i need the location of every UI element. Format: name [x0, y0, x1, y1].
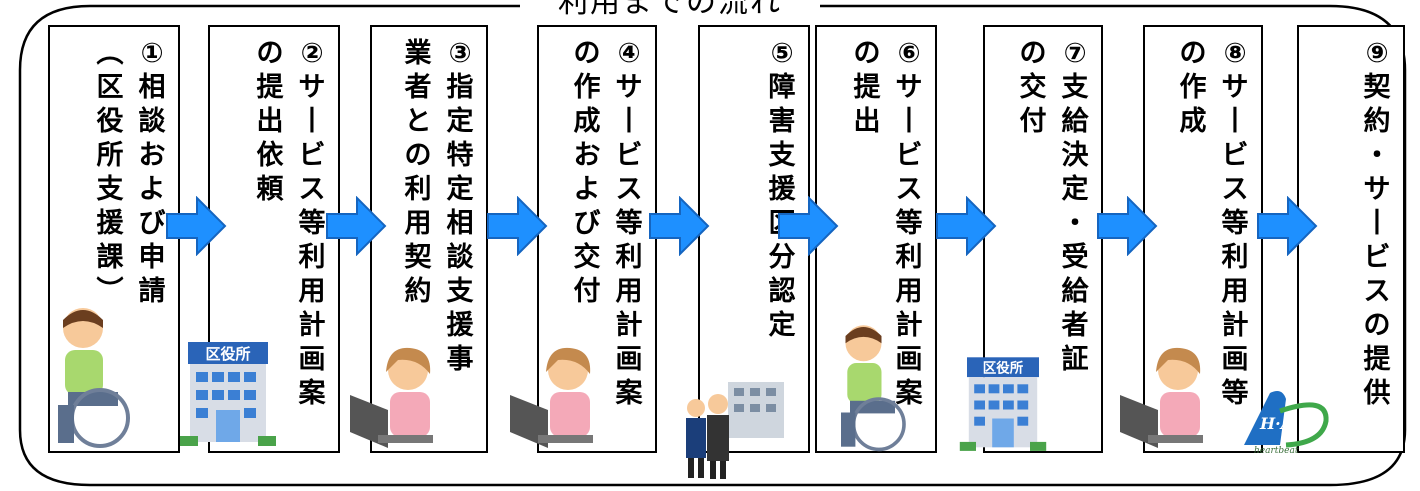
- step-5-text-col-1: ⑤障害支援区分認定: [768, 38, 796, 341]
- wheelchair-user-illustration-2: [841, 325, 906, 452]
- ha-logo: H·A heartbeat: [1244, 391, 1329, 455]
- ha-logo-letters: H·A: [1259, 414, 1293, 433]
- ward-office-illustration: 区役所: [180, 342, 276, 446]
- ward-office-sign-2: 区役所: [983, 360, 1024, 377]
- step-2-text-col-2: の提出依頼: [256, 38, 284, 205]
- flow-arrow-8: [1257, 196, 1318, 256]
- flow-arrow-3: [487, 196, 548, 256]
- flow-arrow-4: [649, 196, 710, 256]
- step-4-text-col-2: の作成および交付: [573, 38, 601, 307]
- staff-at-laptop-illustration-3: [1120, 347, 1203, 448]
- flow-arrow-1: [166, 196, 227, 256]
- step-3-text-col-2: 業者との利用契約: [404, 38, 432, 307]
- officials-and-building-illustration: [686, 382, 784, 479]
- step-7-text-col-2: の交付: [1019, 38, 1047, 137]
- ward-office-illustration-2: 区役所: [959, 357, 1047, 451]
- step-1-text-col-2: ︵区役所支援課︶: [96, 38, 124, 307]
- flow-arrow-5: [778, 196, 839, 256]
- step-6-text-col-2: の提出: [853, 38, 881, 137]
- diagram-title: 利用までの流れ: [520, 0, 820, 20]
- ha-logo-caption: heartbeat: [1254, 446, 1299, 455]
- staff-at-laptop-illustration: [350, 347, 433, 448]
- flow-arrow-2: [326, 196, 387, 256]
- ward-office-sign: 区役所: [205, 345, 250, 363]
- flow-arrow-6: [936, 196, 997, 256]
- wheelchair-user-illustration: [58, 308, 130, 448]
- flow-arrow-7: [1097, 196, 1158, 256]
- staff-at-laptop-illustration-2: [510, 347, 593, 448]
- step-8-text-col-2: の作成: [1179, 38, 1207, 137]
